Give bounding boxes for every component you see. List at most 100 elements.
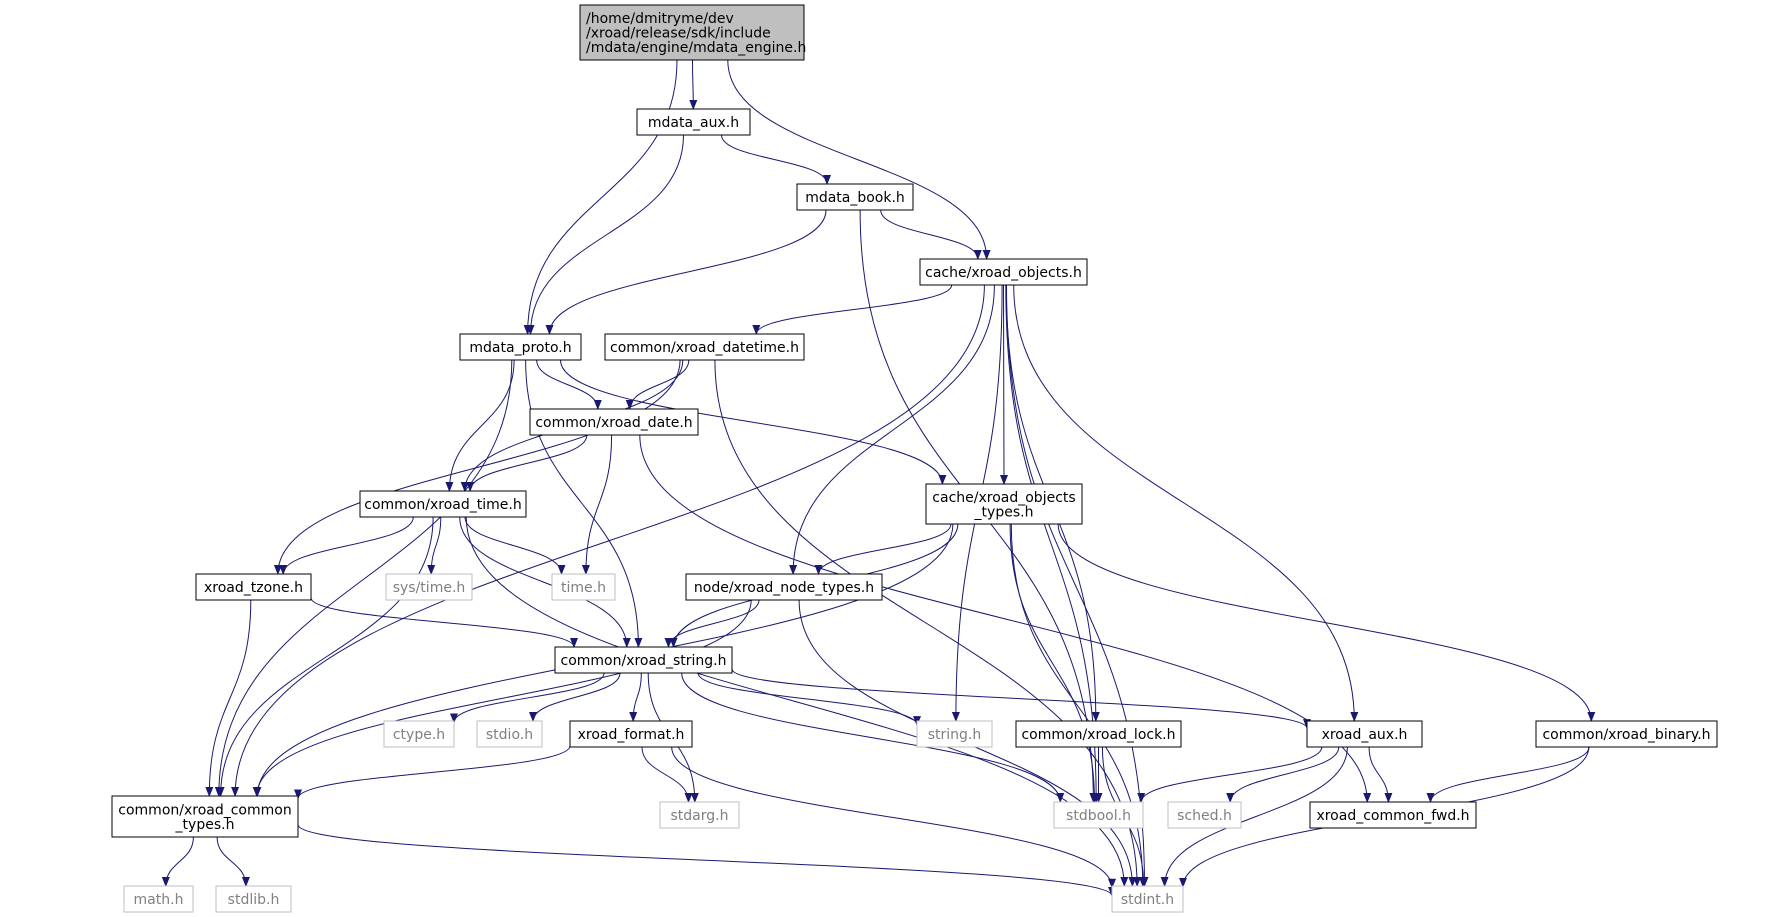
edge-xroad_format-to-xroad_common_types	[294, 745, 571, 800]
edge-xroad_objects-to-stdint_h	[1006, 284, 1149, 887]
node-label: mdata_book.h	[805, 190, 905, 206]
node-stdbool-h[interactable]: stdbool.h	[1053, 801, 1144, 829]
node-stdlib-h[interactable]: stdlib.h	[215, 885, 292, 913]
node-label: cache/xroad_objects.h	[925, 265, 1082, 281]
node-box	[579, 4, 805, 61]
edge-xroad_aux-to-stdint_h	[1160, 746, 1348, 887]
node-xroad-objects-types[interactable]: cache/xroad_objects_types.h	[925, 483, 1083, 525]
edge-xroad_string-to-stdbool_h	[681, 672, 1065, 803]
node-mdata-aux[interactable]: mdata_aux.h	[636, 108, 751, 136]
node-xroad-binary[interactable]: common/xroad_binary.h	[1535, 720, 1718, 748]
node-box	[685, 573, 883, 601]
node-xroad-date[interactable]: common/xroad_date.h	[529, 408, 699, 436]
node-box	[1535, 720, 1718, 748]
node-box	[554, 646, 733, 674]
edge-mdata_book-to-mdata_proto	[545, 209, 827, 335]
node-box	[459, 333, 582, 361]
node-label: /home/dmitryme/dev	[586, 11, 734, 27]
node-label: _types.h	[175, 817, 235, 833]
edge-mdata_aux-to-mdata_book	[721, 134, 831, 185]
node-box	[215, 885, 292, 913]
node-ctype-h[interactable]: ctype.h	[383, 720, 455, 748]
edge-xroad_objects_types-to-stdbool_h	[1009, 523, 1099, 803]
node-label: xroad_common_fwd.h	[1316, 808, 1469, 824]
node-box	[916, 720, 993, 748]
node-xroad-node-types[interactable]: node/xroad_node_types.h	[685, 573, 883, 601]
node-xroad-string[interactable]: common/xroad_string.h	[554, 646, 733, 674]
node-label: common/xroad_binary.h	[1542, 727, 1710, 743]
nodes-layer: /home/dmitryme/dev/xroad/release/sdk/inc…	[111, 4, 1718, 913]
node-label: common/xroad_date.h	[535, 415, 692, 431]
node-label: string.h	[928, 727, 982, 743]
node-box	[1309, 801, 1477, 829]
edge-xroad_objects_types-to-xroad_node_types	[814, 523, 952, 575]
node-box	[359, 490, 527, 518]
node-box	[796, 183, 914, 211]
node-math-h[interactable]: math.h	[123, 885, 194, 913]
node-box	[529, 408, 699, 436]
edge-mdata_proto-to-xroad_objects_types	[560, 359, 947, 485]
edge-xroad_objects-to-xroad_node_types	[789, 284, 995, 575]
edge-xroad_aux-to-stdbool_h	[1137, 746, 1323, 803]
node-label: xroad_tzone.h	[204, 580, 303, 596]
node-xroad-format[interactable]: xroad_format.h	[569, 720, 693, 748]
node-box	[604, 333, 805, 361]
node-string-h[interactable]: string.h	[916, 720, 993, 748]
edge-xroad_objects-to-xroad_common_types	[231, 284, 985, 797]
node-xroad-lock[interactable]: common/xroad_lock.h	[1015, 720, 1182, 748]
node-box	[1167, 801, 1242, 829]
node-label: common/xroad_string.h	[561, 653, 727, 669]
edge-xroad_objects_types-to-stdint_h	[1010, 523, 1147, 887]
node-xroad-datetime[interactable]: common/xroad_datetime.h	[604, 333, 805, 361]
edge-mdata_engine-to-mdata_proto	[523, 59, 678, 335]
node-box	[659, 801, 740, 829]
node-sys-time[interactable]: sys/time.h	[385, 573, 473, 601]
node-label: cache/xroad_objects	[932, 490, 1075, 506]
edge-xroad_string-to-stdio_h	[529, 672, 621, 722]
edge-xroad_string-to-string_h	[697, 672, 921, 727]
edge-xroad_objects_types-to-xroad_binary	[1057, 523, 1596, 722]
node-box	[569, 720, 693, 748]
edge-xroad_aux-to-sched_h	[1226, 746, 1340, 803]
node-xroad-time[interactable]: common/xroad_time.h	[359, 490, 527, 518]
node-stdio-h[interactable]: stdio.h	[476, 720, 543, 748]
node-label: xroad_format.h	[578, 727, 685, 743]
node-box	[1053, 801, 1144, 829]
edge-xroad_datetime-to-xroad_date	[625, 359, 690, 410]
node-xroad-aux[interactable]: xroad_aux.h	[1306, 720, 1423, 748]
node-xroad-common-fwd[interactable]: xroad_common_fwd.h	[1309, 801, 1477, 829]
node-label: /mdata/engine/mdata_engine.h	[586, 40, 806, 56]
node-box	[919, 258, 1088, 286]
node-stdarg-h[interactable]: stdarg.h	[659, 801, 740, 829]
node-box	[551, 573, 616, 601]
node-box	[383, 720, 455, 748]
edge-mdata_engine-to-mdata_aux	[689, 59, 698, 110]
node-label: stdlib.h	[228, 892, 280, 908]
node-xroad-tzone[interactable]: xroad_tzone.h	[195, 573, 312, 601]
node-box	[111, 795, 299, 838]
edge-xroad_common_types-to-math_h	[161, 836, 194, 887]
node-label: node/xroad_node_types.h	[694, 580, 874, 596]
node-xroad-common-types[interactable]: common/xroad_common_types.h	[111, 795, 299, 838]
node-mdata-engine: /home/dmitryme/dev/xroad/release/sdk/inc…	[579, 4, 806, 61]
node-label: sys/time.h	[393, 580, 466, 596]
node-time-h[interactable]: time.h	[551, 573, 616, 601]
node-sched-h[interactable]: sched.h	[1167, 801, 1242, 829]
node-label: mdata_aux.h	[648, 115, 739, 131]
edge-xroad_time-to-xroad_common_types	[216, 516, 434, 797]
edge-xroad_time-to-time_h	[464, 516, 566, 575]
edge-xroad_string-to-ctype_h	[450, 672, 605, 724]
node-xroad-objects[interactable]: cache/xroad_objects.h	[919, 258, 1088, 286]
node-label: common/xroad_time.h	[364, 497, 521, 513]
node-box	[1306, 720, 1423, 748]
edge-xroad_date-to-time_h	[581, 434, 613, 575]
node-mdata-book[interactable]: mdata_book.h	[796, 183, 914, 211]
node-label: /xroad/release/sdk/include	[586, 26, 771, 42]
node-mdata-proto[interactable]: mdata_proto.h	[459, 333, 582, 361]
edge-xroad_objects-to-xroad_objects_types	[999, 284, 1008, 485]
node-label: stdbool.h	[1066, 808, 1131, 824]
node-stdint-h[interactable]: stdint.h	[1111, 885, 1184, 913]
edge-xroad_time-to-xroad_string	[459, 516, 631, 648]
edge-xroad_common_types-to-stdint_h	[297, 824, 1116, 897]
